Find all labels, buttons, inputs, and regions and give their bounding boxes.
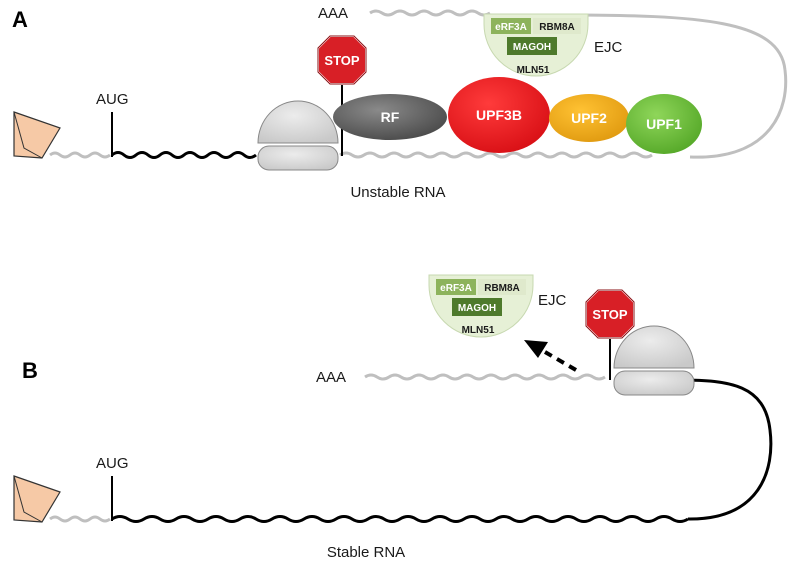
ejc-erf3a-label: eRF3A: [495, 22, 527, 33]
ejc-complex: eRF3A RBM8A MAGOH MLN51: [483, 13, 589, 77]
mrna-loop: [500, 13, 788, 159]
cap-icon-b: [13, 475, 61, 523]
factor-upf1-label: UPF1: [646, 116, 682, 132]
factor-upf2: UPF2: [549, 94, 629, 142]
ejc-magoh-label: MAGOH: [513, 42, 551, 53]
mrna-loop-b: [679, 378, 773, 521]
stop-label-b: STOP: [592, 307, 627, 322]
panel-a-label: A: [12, 7, 28, 32]
mrna-top-wave: [369, 9, 491, 17]
ejc-box-erf3a-b: [436, 279, 476, 295]
release-arrow: [524, 340, 578, 372]
ejc-box-magoh: [507, 37, 557, 55]
mrna-gray-upstream-b: [49, 515, 111, 523]
ejc-magoh-label-b: MAGOH: [458, 303, 496, 314]
ejc-box-magoh-b: [452, 298, 502, 316]
ejc-mln51-label: MLN51: [517, 65, 550, 76]
ejc-box-rbm8a: [533, 18, 581, 34]
poly-a-label-b: AAA: [316, 369, 346, 386]
stop-label: STOP: [324, 53, 359, 68]
factor-rf-label: RF: [381, 109, 400, 125]
panel-b: B AAA AUG STOP: [13, 274, 773, 561]
ejc-rbm8a-label: RBM8A: [539, 22, 575, 33]
mrna-gray-3utr-b: [364, 373, 606, 381]
ejc-box-erf3a: [491, 18, 531, 34]
cap-icon: [13, 111, 61, 159]
poly-a-label: AAA: [318, 5, 348, 22]
factor-rf: RF: [333, 94, 447, 140]
ejc-label: EJC: [594, 39, 623, 56]
mrna-gray-upstream: [49, 151, 111, 159]
ejc-rbm8a-label-b: RBM8A: [484, 283, 520, 294]
ejc-mln51-label-b: MLN51: [462, 325, 495, 336]
factor-upf3b: UPF3B: [448, 77, 550, 153]
ejc-complex-b: eRF3A RBM8A MAGOH MLN51: [428, 274, 534, 338]
panel-b-label: B: [22, 358, 38, 383]
panel-a: A AAA AUG STOP: [12, 5, 788, 201]
stop-sign-icon: STOP: [317, 35, 367, 85]
stop-sign-icon-b: STOP: [585, 289, 635, 339]
factor-upf1: UPF1: [626, 94, 702, 154]
caption-unstable: Unstable RNA: [350, 184, 445, 201]
caption-stable: Stable RNA: [327, 544, 405, 561]
ejc-erf3a-label-b: eRF3A: [440, 283, 472, 294]
ejc-label-b: EJC: [538, 292, 567, 309]
aug-label-b: AUG: [96, 455, 129, 472]
ejc-box-rbm8a-b: [478, 279, 526, 295]
factor-upf2-label: UPF2: [571, 110, 607, 126]
mrna-coding-black-b: [111, 515, 689, 523]
ribosome-b: [613, 325, 695, 396]
mrna-coding-black: [111, 151, 257, 159]
mrna-gray-downstream: [339, 151, 653, 159]
factor-upf3b-label: UPF3B: [476, 107, 522, 123]
aug-label: AUG: [96, 91, 129, 108]
ribosome: [257, 100, 339, 171]
